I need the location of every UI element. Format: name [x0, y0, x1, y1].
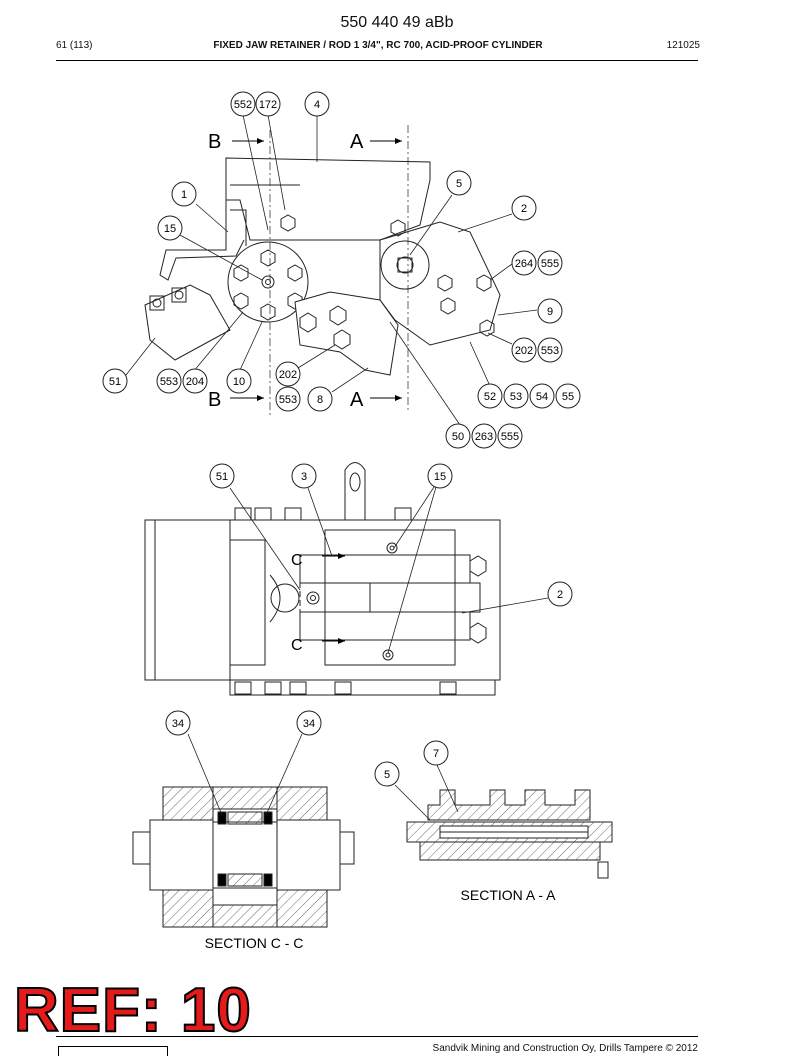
- callout-2: 2: [521, 203, 527, 215]
- callout-7: 7: [433, 748, 439, 760]
- callout-9: 9: [547, 306, 553, 318]
- leader-lines: [125, 114, 549, 821]
- callout-53: 53: [510, 391, 522, 403]
- callout-34: 34: [303, 718, 315, 730]
- section-mark-a-top: A: [350, 131, 364, 153]
- reference-stamp: REF: 10: [13, 976, 252, 1045]
- callout-3: 3: [301, 471, 307, 483]
- callout-553: 553: [160, 376, 178, 388]
- footer-rule: [56, 1036, 698, 1037]
- callout-51: 51: [216, 471, 228, 483]
- top-view: [144, 125, 501, 415]
- section-mark-b-top: B: [208, 131, 221, 153]
- section-mark-b-bottom: B: [208, 389, 221, 411]
- footer-copyright: Sandvik Mining and Construction Oy, Dril…: [432, 1043, 698, 1054]
- callout-5: 5: [456, 178, 462, 190]
- callout-553: 553: [279, 394, 297, 406]
- callout-1: 1: [181, 189, 187, 201]
- sheet-date: 121025: [666, 40, 700, 51]
- callout-8: 8: [317, 394, 323, 406]
- callout-15: 15: [164, 223, 176, 235]
- callout-553: 553: [541, 345, 559, 357]
- section-a-a-label: SECTION A - A: [461, 887, 557, 903]
- section-c-c-label: SECTION C - C: [205, 935, 304, 951]
- section-a-a-view: [406, 789, 613, 879]
- callout-202: 202: [279, 369, 297, 381]
- callout-264: 264: [515, 258, 533, 270]
- callout-15: 15: [434, 471, 446, 483]
- callout-54: 54: [536, 391, 548, 403]
- callout-2: 2: [557, 589, 563, 601]
- callout-555: 555: [541, 258, 559, 270]
- callout-263: 263: [475, 431, 493, 443]
- sheet-title: FIXED JAW RETAINER / ROD 1 3/4", RC 700,…: [213, 40, 543, 51]
- callout-5: 5: [384, 769, 390, 781]
- callout-202: 202: [515, 345, 533, 357]
- callout-34: 34: [172, 718, 184, 730]
- page-number: 61 (113): [56, 40, 93, 51]
- callout-51: 51: [109, 376, 121, 388]
- header-rule: [56, 60, 698, 61]
- document-number: 550 440 49 aBb: [340, 14, 454, 31]
- callout-55: 55: [562, 391, 574, 403]
- side-view: [144, 462, 501, 696]
- callout-10: 10: [233, 376, 245, 388]
- callout-172: 172: [259, 99, 277, 111]
- callout-204: 204: [186, 376, 204, 388]
- callout-4: 4: [314, 99, 320, 111]
- sandvik-logo: [58, 1046, 168, 1056]
- callout-50: 50: [452, 431, 464, 443]
- callout-555: 555: [501, 431, 519, 443]
- section-c-c-view: [132, 786, 355, 928]
- callout-52: 52: [484, 391, 496, 403]
- section-mark-c-top: C: [291, 552, 303, 569]
- callout-bubbles: [102, 91, 581, 787]
- callout-552: 552: [234, 99, 252, 111]
- section-mark-c-bottom: C: [291, 637, 303, 654]
- section-mark-a-bottom: A: [350, 389, 364, 411]
